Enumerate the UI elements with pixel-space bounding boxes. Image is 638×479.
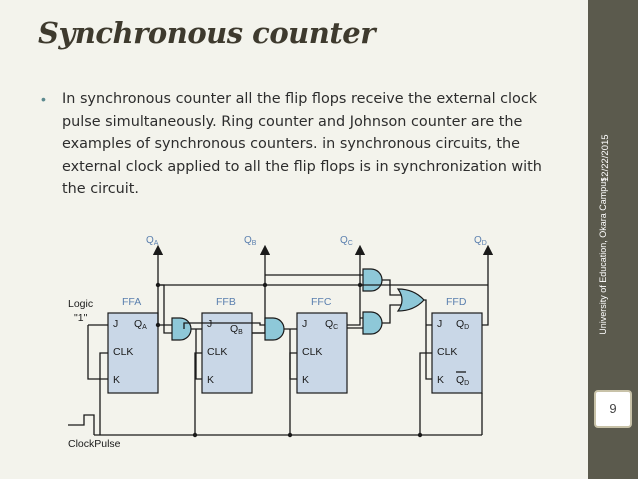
ffc-j: J — [302, 318, 307, 330]
flipflop-ffd — [431, 312, 483, 394]
institution-label: University of Education, Okara Campus — [598, 177, 608, 335]
junction-dot — [357, 282, 363, 288]
and-gate-1-wires — [158, 284, 202, 380]
junction-dot — [192, 432, 198, 438]
ffb-clk: CLK — [207, 346, 227, 358]
ffb-k: K — [207, 374, 214, 386]
ffb-j: J — [207, 318, 212, 330]
or-gate — [396, 288, 425, 312]
ffa-j: J — [113, 318, 118, 330]
qa-label: QA — [146, 235, 159, 247]
ffb-name: FFB — [216, 296, 236, 308]
clock-waveform — [68, 414, 95, 435]
qc-label: QC — [340, 235, 353, 247]
qb-label: QB — [244, 235, 257, 247]
logic-value: "1" — [74, 312, 88, 324]
ffc-clk: CLK — [302, 346, 322, 358]
ffc-k: K — [302, 374, 309, 386]
ffd-k: K — [437, 374, 444, 386]
clock-label: ClockPulse — [68, 438, 121, 450]
ffc-name: FFC — [311, 296, 332, 308]
bullet-marker: • — [41, 91, 46, 107]
ffd-name: FFD — [446, 296, 467, 308]
flipflop-ffa — [107, 312, 159, 394]
ffa-clk: CLK — [113, 346, 133, 358]
junction-dot — [417, 432, 423, 438]
flipflop-ffb — [201, 312, 253, 394]
junction-dot — [287, 432, 293, 438]
and-gate-bottom — [362, 311, 383, 335]
ffa-q: QA — [134, 318, 147, 331]
qc-output-wire — [347, 244, 366, 326]
and-gate-2 — [264, 317, 285, 341]
ffd-q: QD — [456, 318, 469, 331]
counter-circuit-diagram: Logic "1" FFA FFB FFC FFD J CLK K QA J C… — [68, 235, 494, 450]
and-gate-1 — [171, 317, 192, 341]
and-gate-2-wires — [183, 322, 297, 380]
flipflop-ffc — [296, 312, 348, 394]
junction-dot — [262, 282, 268, 288]
qd-output-wire — [482, 244, 494, 326]
ffd-qbar: QD — [456, 374, 469, 387]
ffb-q: QB — [230, 323, 243, 336]
qb-output-wire — [252, 244, 271, 334]
bullet-text: In synchronous counter all the flip flop… — [62, 91, 542, 197]
ffa-k: K — [113, 374, 120, 386]
slide-title: Synchronous counter — [38, 16, 375, 50]
ffa-name: FFA — [122, 296, 141, 308]
junction-dot — [155, 322, 161, 328]
ffc-q: QC — [325, 318, 338, 331]
logic-wire — [87, 324, 108, 380]
ffd-j: J — [437, 318, 442, 330]
page-number: 9 — [594, 390, 632, 428]
qd-label: QD — [474, 235, 487, 247]
junction-dot — [155, 282, 161, 288]
ffd-clk: CLK — [437, 346, 457, 358]
and-gate-top — [362, 268, 383, 292]
logic-label: Logic — [68, 298, 93, 310]
